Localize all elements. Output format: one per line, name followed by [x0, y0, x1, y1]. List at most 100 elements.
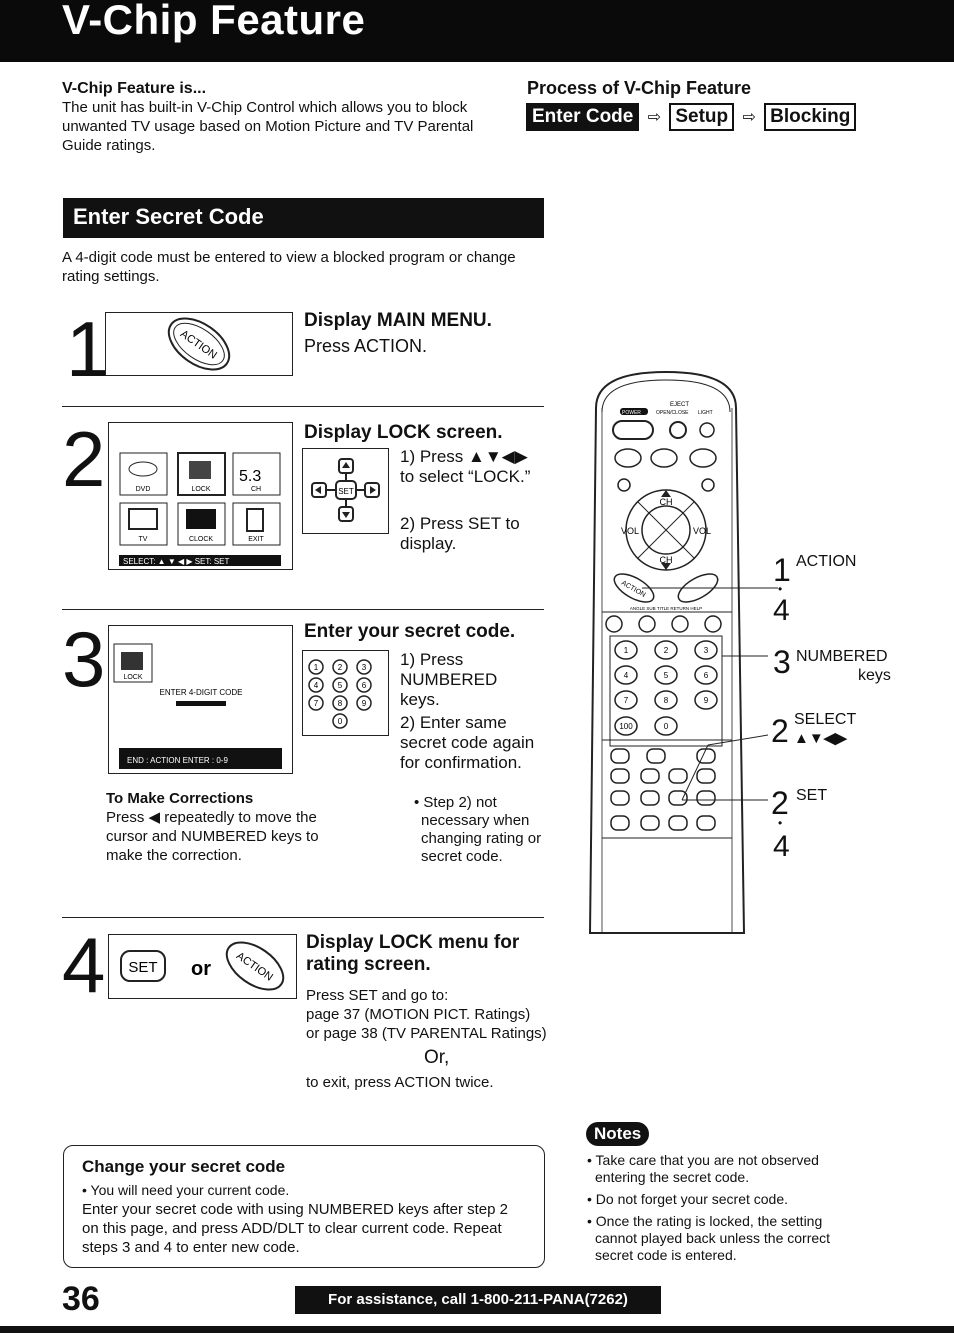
number-key-label: 5 [338, 681, 343, 690]
callout-1-sub: 4 [773, 594, 790, 627]
step-4-body-1: Press SET and go to: [306, 987, 449, 1004]
section-bar: Enter Secret Code [63, 198, 544, 238]
action-button-icon: ACTION [167, 317, 231, 371]
process-flow: Enter Code⇨Setup⇨Blocking [526, 103, 857, 131]
svg-text:CLOCK: CLOCK [189, 536, 213, 543]
step-2-body-1: 1) Press ▲▼◀▶ to select “LOCK.” [400, 447, 531, 486]
remote-key-label: 5 [664, 671, 669, 680]
remote-control-button [610, 815, 630, 831]
page-number: 36 [62, 1280, 100, 1318]
svg-text:LIGHT: LIGHT [698, 410, 713, 416]
step-3-note: • Step 2) not necessary when changing ra… [414, 794, 542, 865]
remote-key-label: 100 [619, 722, 633, 731]
svg-text:EXIT: EXIT [248, 536, 264, 543]
lock-menu-icon [177, 452, 226, 496]
process-step-setup: Setup [669, 103, 735, 131]
remote-control-button [610, 748, 630, 764]
process-step-blocking: Blocking [764, 103, 857, 131]
page-title: V-Chip Feature [62, 0, 366, 43]
remote-control: EJECT POWER OPEN/CLOSE LIGHT CH CH VOL V… [586, 368, 746, 940]
svg-text:EJECT: EJECT [670, 402, 689, 408]
svg-text:CH: CH [251, 486, 261, 493]
divider [62, 917, 544, 918]
step-1-number: 1 [66, 305, 110, 393]
remote-key-5 [654, 665, 678, 685]
bottom-rule [0, 1326, 954, 1333]
number-key-3 [356, 659, 372, 675]
clock-menu-icon [177, 502, 226, 546]
svg-text:CH: CH [660, 497, 673, 507]
set-button-label: SET [128, 959, 157, 976]
enter-code-status: END : ACTION ENTER : 0-9 [127, 756, 228, 765]
callout-1-label: ACTION [796, 553, 857, 570]
svg-text:5.3: 5.3 [239, 468, 261, 485]
number-key-4 [308, 677, 324, 693]
step-2-number: 2 [62, 415, 106, 503]
callout-2-label: NUMBERED [796, 648, 888, 665]
callout-3-label: SELECT [794, 711, 857, 728]
lock-menu-screen: DVD LOCK 5.3 CH TV CLOCK EXIT SELECT: ▲ … [108, 422, 293, 570]
step-2-body-2: 2) Press SET to display. [400, 514, 520, 553]
power-button-oval [612, 420, 654, 440]
remote-key-label: 4 [624, 671, 629, 680]
remote-key-9 [694, 690, 718, 710]
number-key-2 [332, 659, 348, 675]
page-header: V-Chip Feature [0, 0, 954, 62]
svg-text:POWER: POWER [622, 410, 641, 416]
number-key-1 [308, 659, 324, 675]
number-key-5 [332, 677, 348, 693]
remote-key-label: 6 [704, 671, 709, 680]
remote-action-button [613, 573, 655, 603]
remote-key-1 [614, 640, 638, 660]
remote-key-label: 0 [664, 722, 669, 731]
notes-item-1: • Take care that you are not observed en… [587, 1152, 819, 1185]
callout-4-num: 2 [771, 785, 789, 821]
number-key-7 [308, 695, 324, 711]
ch-menu-icon [232, 452, 281, 496]
corrections-heading: To Make Corrections [106, 790, 254, 807]
remote-key-7 [614, 690, 638, 710]
or-label: or [191, 958, 211, 980]
remote-control-button [640, 815, 660, 831]
remote-control-button [610, 768, 630, 784]
remote-control-button [640, 790, 660, 806]
divider [62, 609, 544, 610]
number-key-label: 2 [338, 663, 343, 672]
numbered-keys-area [609, 635, 723, 747]
callout-2-sub: keys [858, 667, 891, 684]
lock-menu-status: SELECT: ▲ ▼ ◀ ▶ SET: SET [123, 557, 230, 566]
svg-text:VOL: VOL [693, 526, 711, 536]
section-title: Enter Secret Code [73, 204, 264, 229]
step-3-number: 3 [62, 615, 106, 703]
intro-text: The unit has built-in V-Chip Control whi… [62, 99, 474, 154]
remote-control-button [668, 815, 688, 831]
number-key-label: 3 [362, 663, 367, 672]
exit-menu-icon [232, 502, 281, 546]
number-key-0 [332, 713, 348, 729]
number-key-6 [356, 677, 372, 693]
step-1-title: Display MAIN MENU. [304, 310, 492, 331]
assistance-banner: For assistance, call 1-800-211-PANA(7262… [295, 1286, 661, 1314]
process-heading: Process of V-Chip Feature [527, 78, 752, 98]
intro-heading: V-Chip Feature is... [62, 80, 207, 97]
remote-callout-lines [642, 587, 778, 801]
lock-icon [113, 643, 153, 683]
number-key-label: 6 [362, 681, 367, 690]
remote-key-label: 7 [624, 696, 629, 705]
callout-2-num: 3 [773, 644, 791, 680]
change-code-heading: Change your secret code [82, 1157, 286, 1176]
step-4-image: SET or ACTION [108, 934, 297, 999]
callout-3-arrows: ▲▼◀▶ [794, 730, 847, 747]
step-4-or: Or, [424, 1047, 450, 1068]
svg-text:OPEN/CLOSE: OPEN/CLOSE [656, 410, 689, 416]
remote-key-label: 3 [704, 646, 709, 655]
remote-control-button [696, 815, 716, 831]
remote-key-6 [694, 665, 718, 685]
step-4-title: Display LOCK menu for rating screen. [306, 932, 520, 975]
process-step-enter-code: Enter Code [526, 103, 640, 131]
step-4-body-4: to exit, press ACTION twice. [306, 1074, 494, 1091]
remote-control-button [640, 768, 660, 784]
remote-control-button [668, 790, 688, 806]
